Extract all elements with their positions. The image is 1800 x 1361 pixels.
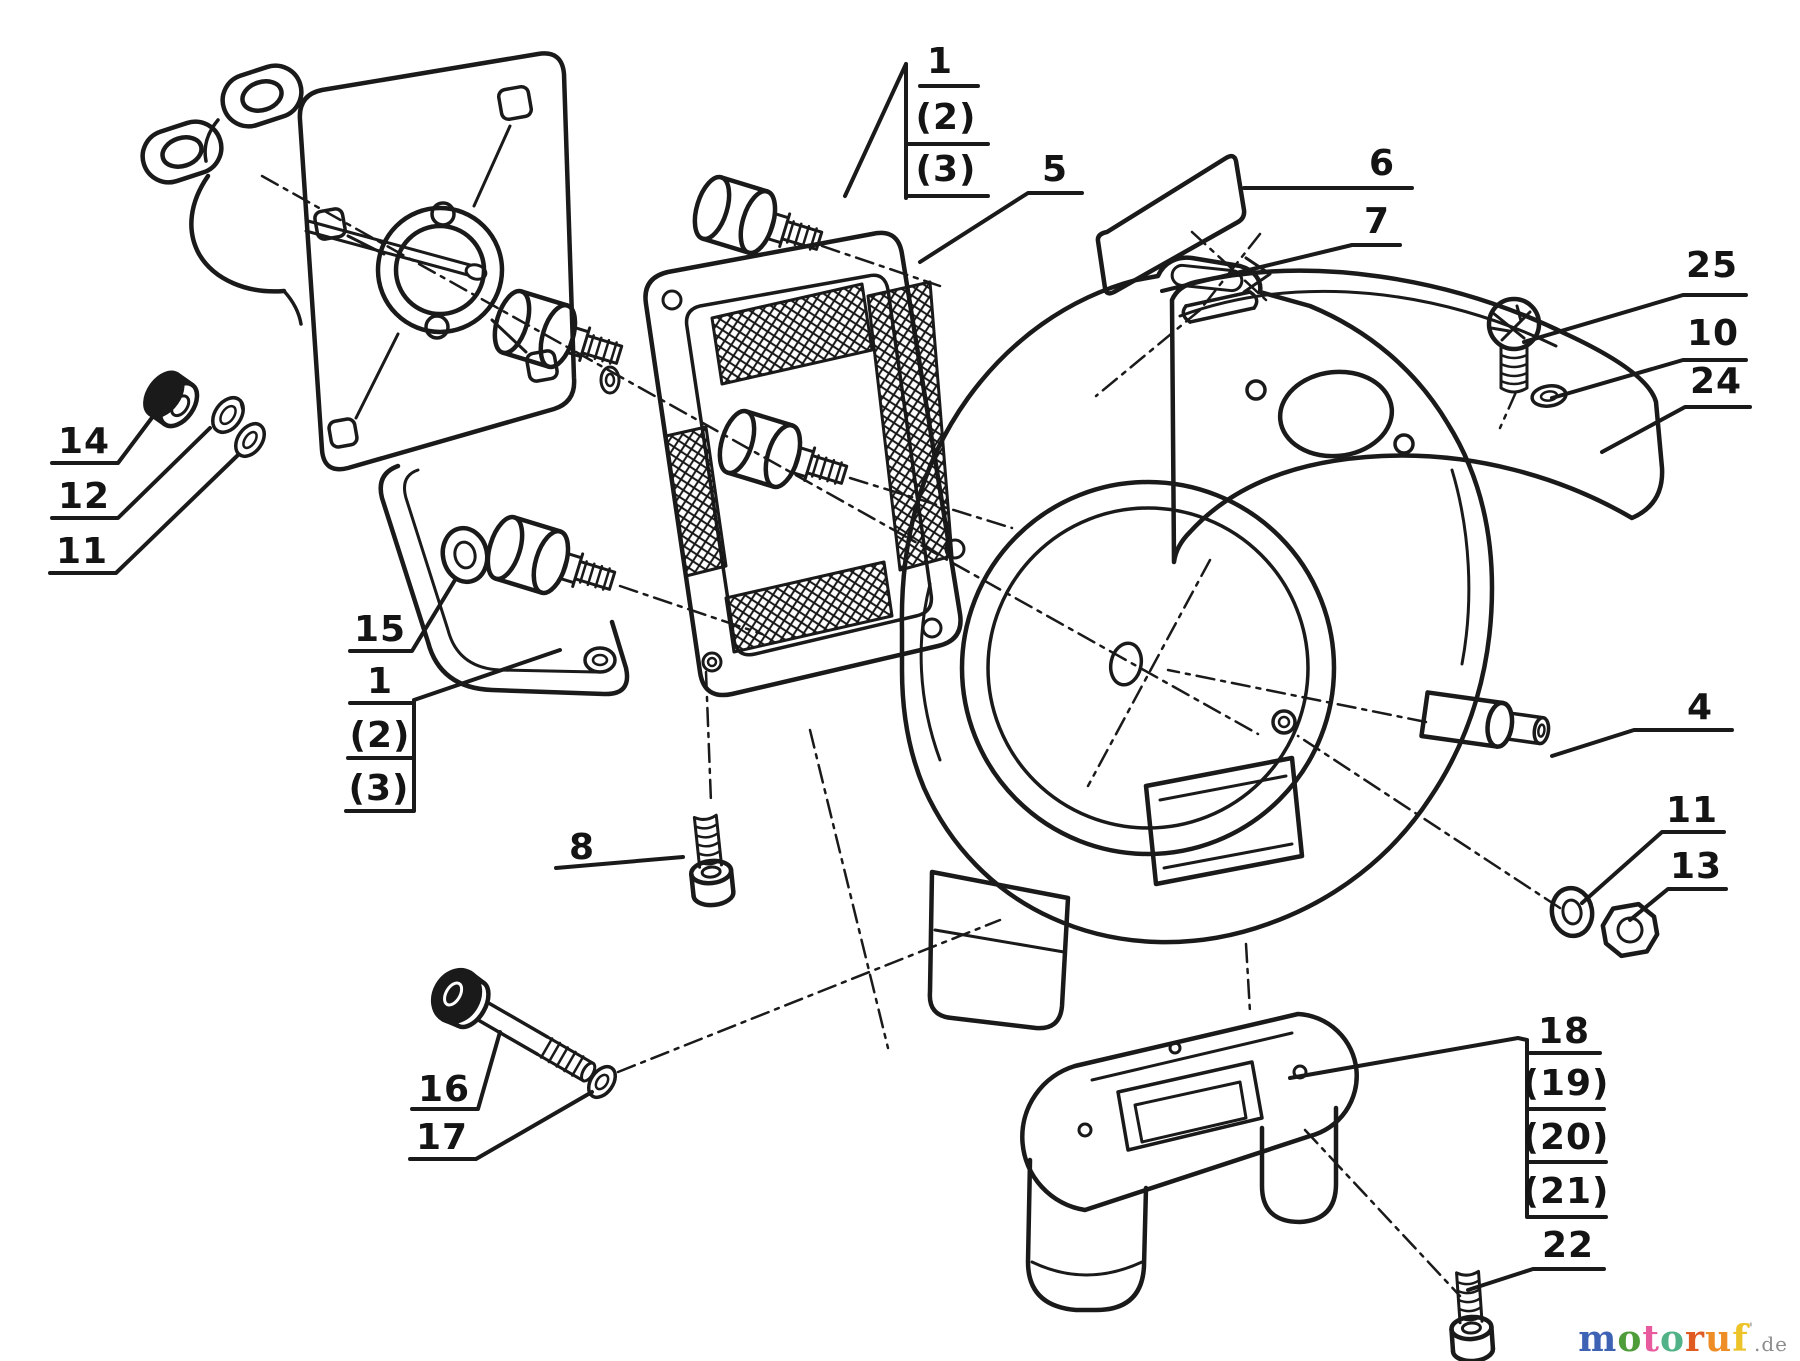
part-blower-housing-7 — [899, 255, 1495, 1031]
part-pin-4 — [1419, 690, 1551, 749]
chevron-mark — [1242, 256, 1272, 294]
watermark-letter: u — [1705, 1318, 1733, 1360]
callout-base-20: (20) — [1522, 1117, 1610, 1158]
watermark-letter: t — [1642, 1318, 1661, 1360]
part-lockwasher-12 — [211, 395, 245, 435]
callout-lines — [48, 62, 1752, 1292]
part-washer-11-right — [1549, 885, 1595, 939]
part-crankcase-flange — [140, 51, 577, 472]
callout-top-3: (3) — [915, 149, 977, 190]
callout-top-2: (2) — [915, 97, 977, 138]
callout-screw-25: 25 — [1685, 245, 1739, 286]
callout-top-1: 1 — [926, 41, 954, 82]
part-screen-frame-5 — [643, 230, 963, 698]
callout-screw-8: 8 — [568, 827, 596, 868]
callout-washer-11-right: 11 — [1665, 790, 1719, 831]
callout-cover-24: 24 — [1689, 361, 1743, 402]
callout-screen-5: 5 — [1041, 149, 1069, 190]
watermark-letter: o — [1660, 1318, 1686, 1360]
watermark-letter: m — [1578, 1318, 1618, 1360]
callout-mid-3: (3) — [348, 768, 410, 809]
callout-lockwasher-12: 12 — [57, 476, 111, 517]
part-bracket-15 — [378, 463, 630, 697]
callout-mid-1: 1 — [366, 661, 394, 702]
part-washer-17 — [586, 1064, 618, 1100]
watermark-suffix: .de — [1754, 1332, 1788, 1356]
callout-washer-11-left: 11 — [55, 531, 109, 572]
watermark-letter: o — [1617, 1318, 1643, 1360]
callout-mid-2: (2) — [349, 715, 411, 756]
watermark-motoruf: motoruf'.de — [1578, 1321, 1788, 1357]
callout-base-19: (19) — [1522, 1063, 1610, 1104]
watermark-mark: ' — [1748, 1321, 1754, 1337]
part-label-plate-6 — [1095, 153, 1247, 296]
callout-bolt-16: 16 — [417, 1069, 471, 1110]
callout-washer-10: 10 — [1686, 313, 1740, 354]
part-screw-8 — [685, 814, 734, 907]
callout-washer-17: 17 — [415, 1117, 469, 1158]
callout-housing-7: 7 — [1363, 201, 1391, 242]
watermark-letter: f — [1732, 1318, 1749, 1360]
callout-screw-22: 22 — [1541, 1225, 1595, 1266]
callout-bracket-15: 15 — [353, 609, 407, 650]
callout-bolt-14: 14 — [57, 421, 111, 462]
part-nut-13 — [1600, 901, 1660, 959]
watermark-letter: r — [1685, 1318, 1706, 1360]
part-bolt-16 — [430, 967, 597, 1083]
part-bolt-14 — [143, 370, 200, 429]
part-screw-25 — [1486, 296, 1542, 394]
construction-lines — [260, 174, 1562, 1298]
callout-base-18: 18 — [1537, 1011, 1591, 1052]
part-cover-24 — [1169, 268, 1665, 565]
callout-plate-6: 6 — [1368, 143, 1396, 184]
callout-nut-13: 13 — [1669, 846, 1723, 887]
part-dampers — [481, 173, 853, 611]
part-base-18 — [1020, 1011, 1359, 1313]
callout-base-21: (21) — [1522, 1171, 1610, 1212]
callout-pin-4: 4 — [1686, 687, 1714, 728]
